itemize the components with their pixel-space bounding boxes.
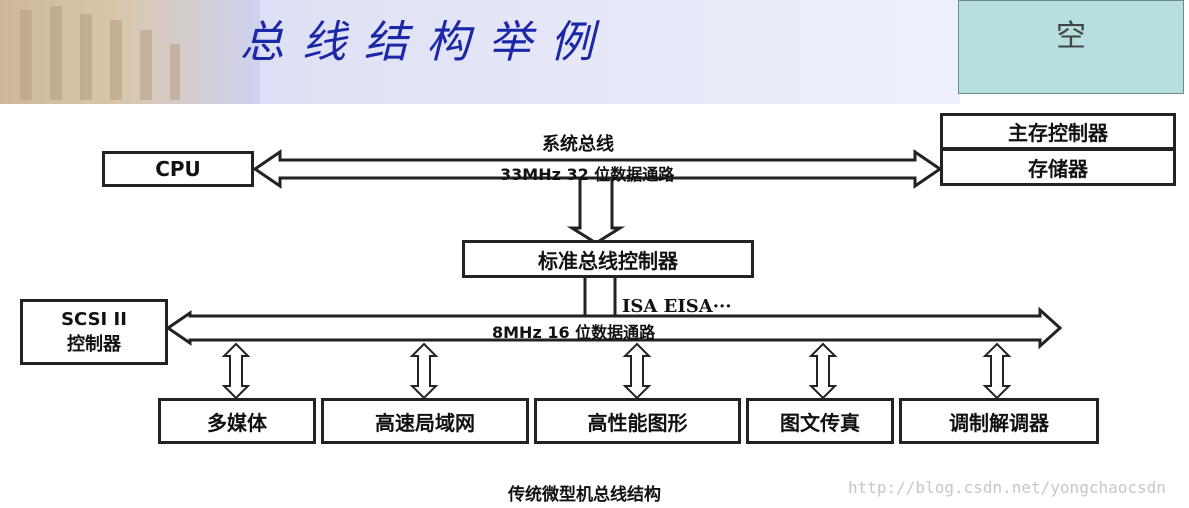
connector-multimedia bbox=[221, 342, 251, 400]
bridge-controller-box: 标准总线控制器 bbox=[462, 240, 754, 278]
expansion-bus-type: ISA EISA··· bbox=[622, 296, 732, 317]
notes-box: 空 bbox=[958, 0, 1184, 94]
cpu-box: CPU bbox=[102, 151, 254, 187]
system-bus-name: 系统总线 bbox=[542, 134, 614, 155]
device-multimedia: 多媒体 bbox=[158, 398, 316, 444]
expansion-bus-spec: 8MHz 16 位数据通路 bbox=[492, 323, 656, 342]
slide-title: 总线结构举例 bbox=[240, 17, 612, 68]
connector-fax bbox=[808, 342, 838, 400]
device-modem: 调制解调器 bbox=[899, 398, 1099, 444]
device-lan: 高速局域网 bbox=[321, 398, 529, 444]
device-fax: 图文传真 bbox=[746, 398, 894, 444]
scsi-controller-box: SCSI II 控制器 bbox=[20, 299, 168, 365]
connector-modem bbox=[982, 342, 1012, 400]
memory-controller-box: 主存控制器 bbox=[940, 113, 1176, 150]
device-connectors bbox=[221, 342, 1012, 400]
notes-text: 空 bbox=[1056, 19, 1086, 54]
diagram-caption: 传统微型机总线结构 bbox=[508, 485, 661, 505]
device-graphics: 高性能图形 bbox=[534, 398, 741, 444]
connector-graphics bbox=[622, 342, 652, 400]
watermark: http://blog.csdn.net/yongchaocsdn bbox=[848, 478, 1166, 497]
connector-lan bbox=[409, 342, 439, 400]
memory-box: 存储器 bbox=[940, 148, 1176, 186]
bridge-link-arrow bbox=[566, 178, 626, 245]
system-bus-spec: 33MHz 32 位数据通路 bbox=[500, 165, 675, 184]
scsi-line2: 控制器 bbox=[67, 333, 121, 355]
expansion-bus-arrow bbox=[165, 306, 1063, 350]
scsi-line1: SCSI II bbox=[61, 308, 127, 330]
building-image bbox=[0, 0, 260, 104]
